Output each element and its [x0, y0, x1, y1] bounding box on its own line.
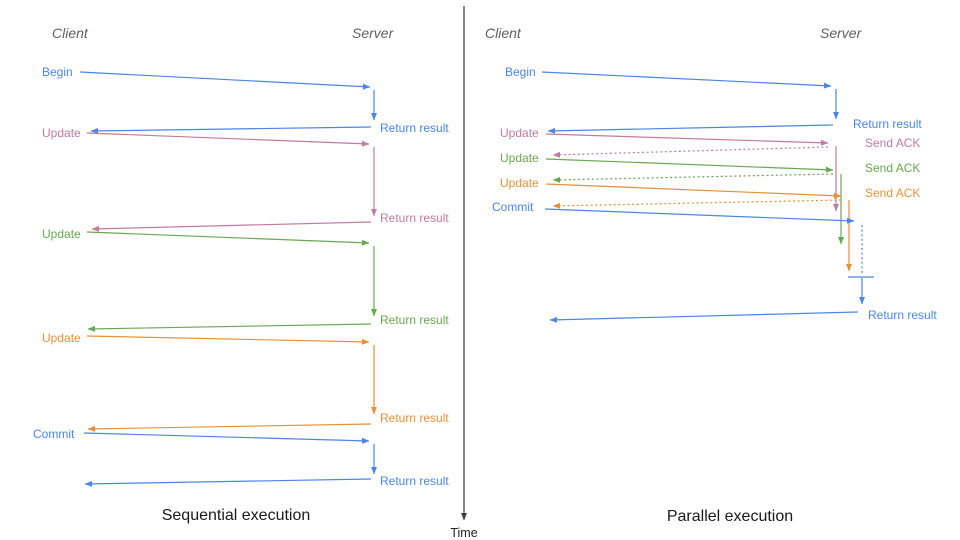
seq-update1-result-label: Return result: [380, 211, 449, 225]
par-update1-message: Update Send ACK: [500, 126, 920, 212]
seq-update2-result-label: Return result: [380, 313, 449, 327]
seq-commit-response-arrow: [84, 478, 372, 487]
par-update3-message: Update Send ACK: [500, 176, 920, 272]
seq-update1-label: Update: [42, 126, 81, 140]
par-commit-result-label: Return result: [868, 308, 937, 322]
seq-update3-message: Update Return result: [42, 331, 449, 432]
time-axis-label: Time: [450, 526, 477, 540]
par-update3-ack-dotted-arrow: [552, 199, 842, 209]
seq-begin-message: Begin Return result: [42, 65, 449, 135]
server-lifeline-label: Server: [352, 25, 395, 41]
seq-commit-label: Commit: [33, 427, 75, 441]
seq-begin-result-label: Return result: [380, 121, 449, 135]
sequential-panel: Client Server Begin Return result Update…: [33, 25, 449, 524]
seq-update1-response-arrow: [91, 221, 372, 232]
seq-update1-message: Update Return result: [42, 126, 449, 232]
par-update1-label: Update: [500, 126, 539, 140]
time-axis: Time: [450, 6, 478, 540]
par-commit-message: Commit Return result: [492, 200, 937, 323]
seq-update2-response-arrow: [87, 323, 372, 332]
parallel-panel-title: Parallel execution: [667, 508, 793, 525]
seq-commit-message: Commit Return result: [33, 427, 449, 488]
seq-update3-label: Update: [42, 331, 81, 345]
par-begin-message: Begin Return result: [505, 65, 922, 134]
seq-update2-message: Update Return result: [42, 227, 449, 332]
client-lifeline-label: Client: [52, 25, 89, 41]
seq-update2-label: Update: [42, 227, 81, 241]
par-update2-ack-dotted-arrow: [552, 173, 834, 183]
par-update2-message: Update Send ACK: [500, 151, 920, 245]
seq-commit-request-arrow: [83, 432, 370, 444]
par-begin-label: Begin: [505, 65, 536, 79]
par-commit-response-arrow: [549, 311, 859, 323]
seq-update3-result-label: Return result: [380, 411, 449, 425]
par-commit-request-arrow: [544, 208, 855, 224]
par-update3-ack-label: Send ACK: [865, 186, 920, 200]
server-lifeline-label: Server: [820, 25, 863, 41]
par-begin-result-label: Return result: [853, 117, 922, 131]
seq-update1-request-arrow: [86, 132, 370, 147]
par-update2-ack-label: Send ACK: [865, 161, 920, 175]
par-update2-label: Update: [500, 151, 539, 165]
seq-update3-request-arrow: [86, 335, 370, 345]
par-update3-request-arrow: [545, 183, 842, 199]
seq-begin-response-arrow: [90, 126, 372, 134]
client-lifeline-label: Client: [485, 25, 522, 41]
sequential-panel-title: Sequential execution: [162, 507, 311, 524]
par-update1-ack-dotted-arrow: [552, 146, 829, 158]
parallel-panel: Client Server Begin Return result Update…: [485, 25, 937, 525]
par-commit-label: Commit: [492, 200, 534, 214]
par-begin-response-arrow: [547, 124, 834, 134]
par-update1-request-arrow: [545, 133, 829, 146]
seq-begin-request-arrow: [79, 71, 371, 90]
par-begin-request-arrow: [541, 71, 832, 89]
par-update3-label: Update: [500, 176, 539, 190]
seq-commit-result-label: Return result: [380, 474, 449, 488]
seq-update3-response-arrow: [87, 423, 372, 432]
par-update1-ack-label: Send ACK: [865, 136, 920, 150]
par-update2-request-arrow: [545, 158, 834, 173]
seq-update2-request-arrow: [86, 231, 370, 246]
seq-begin-label: Begin: [42, 65, 73, 79]
